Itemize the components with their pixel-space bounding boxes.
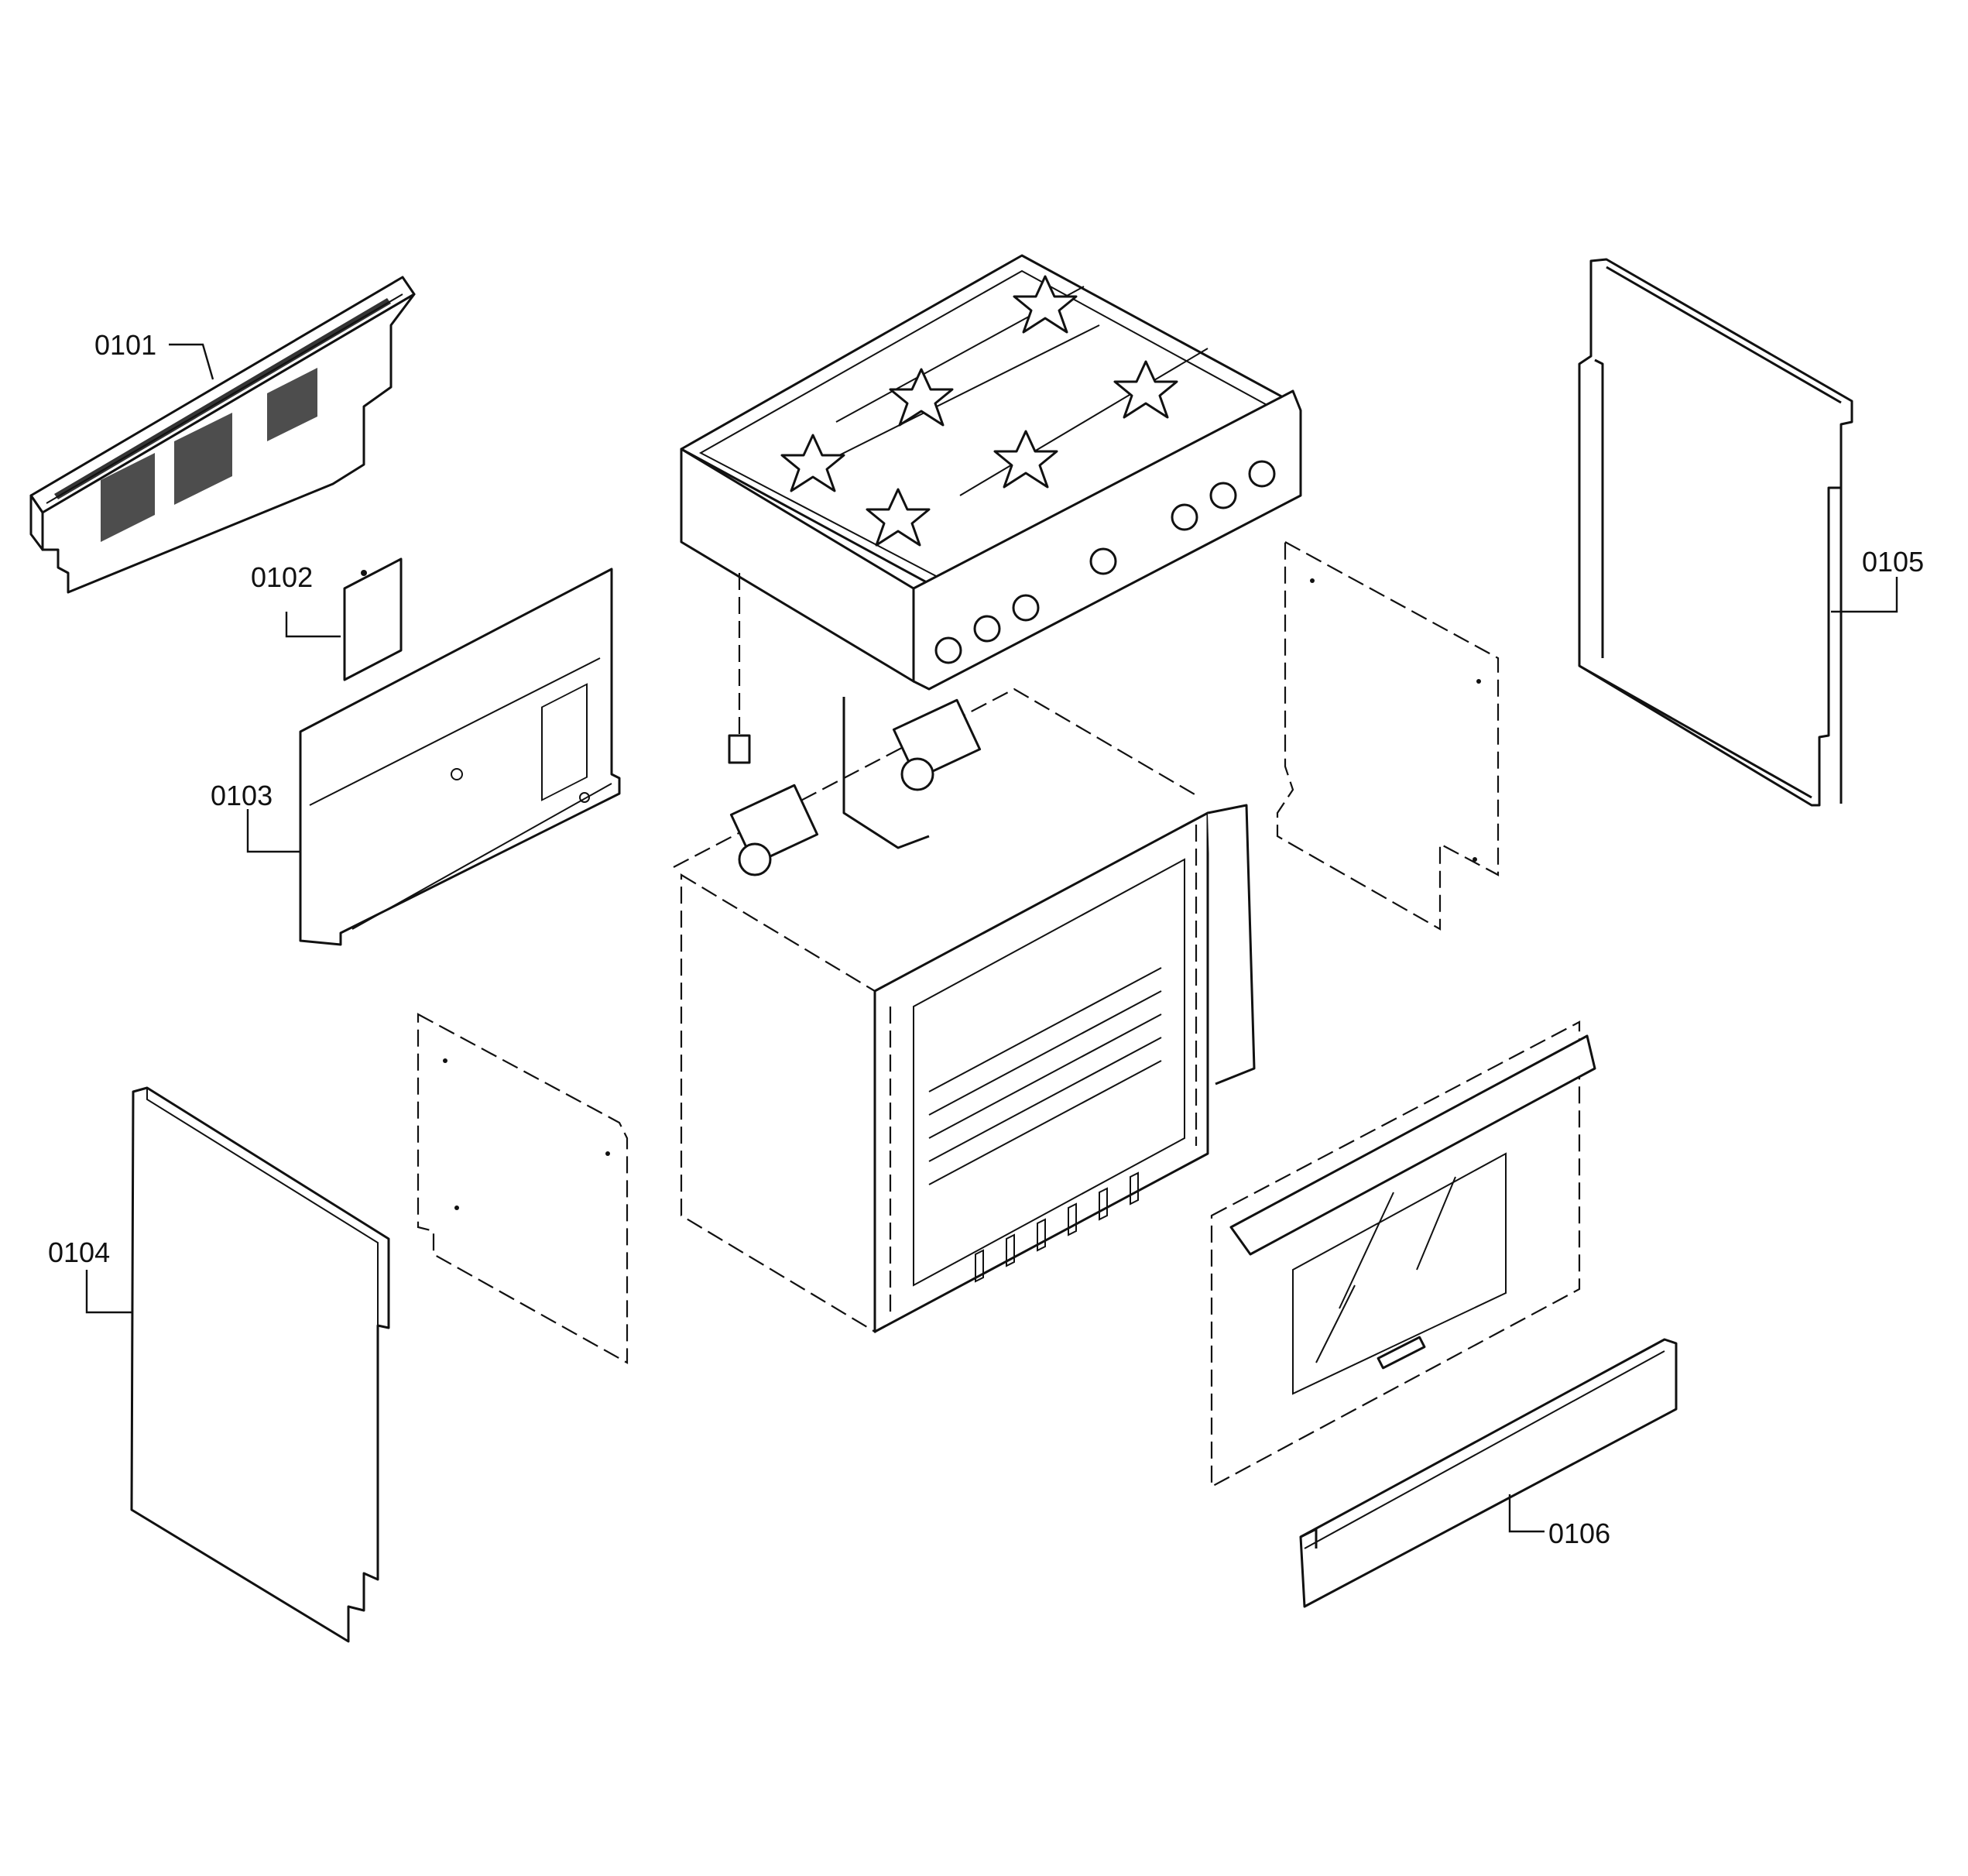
label-0104: 0104	[48, 1236, 110, 1268]
label-0103: 0103	[211, 780, 273, 811]
callout-0103: 0103	[211, 780, 300, 853]
label-0105: 0105	[1862, 546, 1924, 578]
gas-supply-fitting	[728, 573, 751, 764]
callout-0104: 0104	[48, 1236, 133, 1314]
oven-cavity-assembly	[673, 688, 1256, 1333]
control-knobs	[934, 460, 1276, 664]
label-0102: 0102	[251, 561, 313, 593]
side-insulation-right-dashed	[1276, 540, 1500, 931]
part-0101-vent-trim[interactable]	[29, 276, 416, 594]
part-0106-drawer-front[interactable]	[1299, 1338, 1678, 1608]
part-0105-right-side-frame[interactable]	[1578, 258, 1853, 807]
oven-racks	[928, 967, 1162, 1185]
label-0101: 0101	[94, 329, 156, 361]
convection-motors	[729, 697, 982, 876]
part-0102-cover-plate[interactable]	[343, 557, 403, 681]
side-insulation-left-dashed	[417, 1013, 629, 1364]
vent-grille-mid	[174, 413, 232, 505]
burner-grates	[780, 275, 1178, 547]
vent-grille-left	[101, 453, 155, 542]
part-0103-back-panel[interactable]	[299, 568, 621, 946]
callout-0102: 0102	[251, 561, 341, 638]
vent-slots-top	[54, 298, 391, 499]
vent-grille-right	[267, 368, 317, 441]
oven-door	[1210, 1020, 1596, 1488]
callout-0105: 0105	[1831, 546, 1924, 613]
cooktop-assembly	[680, 254, 1302, 691]
label-0106: 0106	[1548, 1518, 1610, 1549]
bottom-vent-slots	[975, 1171, 1139, 1283]
callout-0106: 0106	[1508, 1494, 1610, 1549]
callout-0101: 0101	[94, 329, 214, 380]
part-0104-left-side-panel[interactable]	[130, 1086, 390, 1643]
